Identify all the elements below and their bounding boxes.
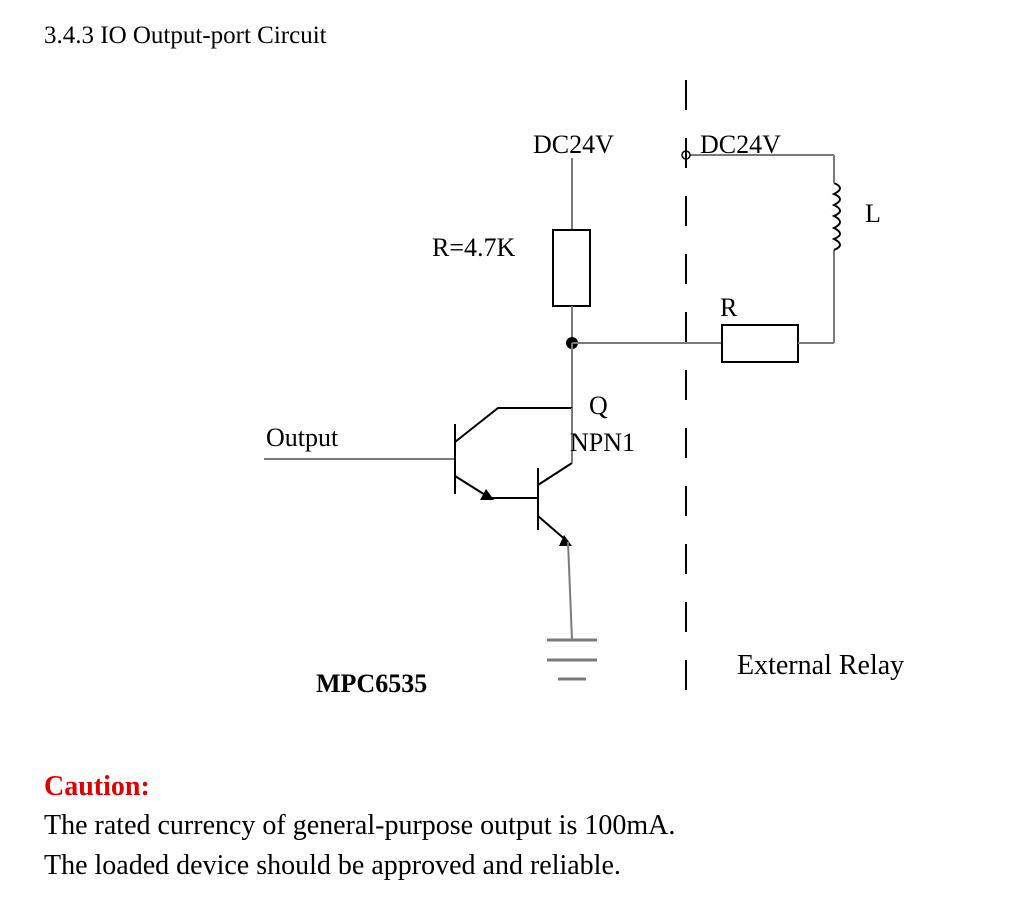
pullup-resistor <box>552 229 591 307</box>
section-title: 3.4.3 IO Output-port Circuit <box>44 22 327 49</box>
pullup-resistor-label: R=4.7K <box>432 233 516 262</box>
relay-coil <box>831 182 841 251</box>
transistor1-collector <box>454 407 572 443</box>
coil-label: L <box>865 199 881 228</box>
controller-label: MPC6535 <box>316 669 427 698</box>
supply-label-left: DC24V <box>533 130 614 159</box>
ground-wire <box>567 541 573 641</box>
load-resistor-label: R <box>720 293 738 322</box>
transistor-type-label: NPN1 <box>570 428 635 457</box>
output-circuit-schematic: DC24V DC24V R=4.7K R L Q NPN1 Output MPC… <box>264 80 904 698</box>
external-relay-label: External Relay <box>737 650 904 681</box>
caution-title: Caution: <box>44 771 150 802</box>
transistor2-collector <box>537 462 573 486</box>
load-resistor <box>721 324 799 363</box>
transistor-ref-label: Q <box>589 391 608 420</box>
input-signal-label: Output <box>266 423 339 452</box>
caution-block: Caution: The rated currency of general-p… <box>44 768 675 886</box>
supply-label-right: DC24V <box>700 130 781 159</box>
caution-line-1: The rated currency of general-purpose ou… <box>44 810 676 841</box>
caution-line-2: The loaded device should be approved and… <box>44 850 621 881</box>
